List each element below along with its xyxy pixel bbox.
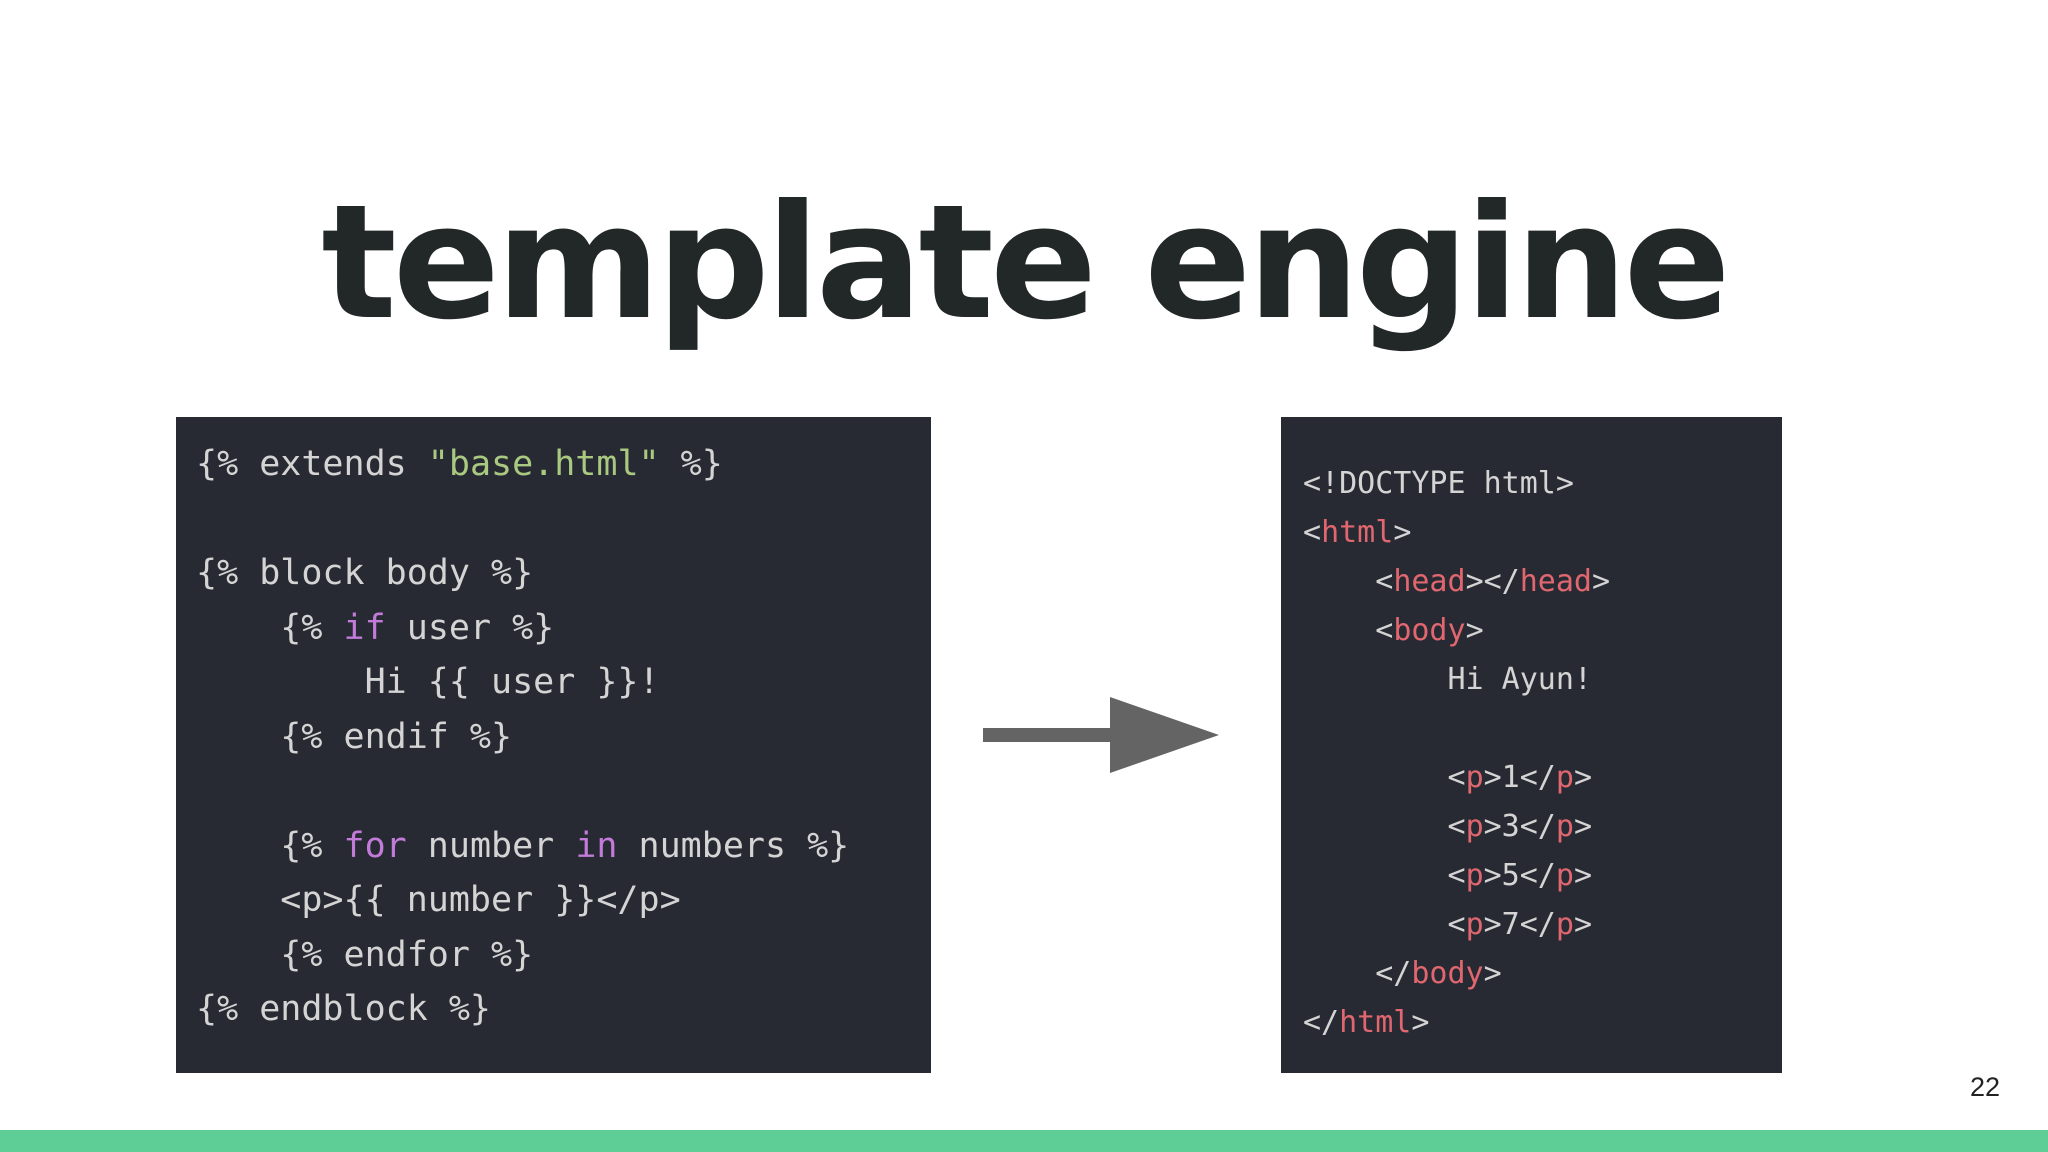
code-line: ​ [196, 492, 931, 547]
code-token-keyword: if [343, 607, 386, 648]
code-token-plain: < [1303, 613, 1394, 648]
template-code-panel: {% extends "base.html" %}​{% block body … [176, 417, 931, 1073]
code-token-plain: > [1573, 858, 1592, 893]
page-number: 22 [1969, 1072, 2000, 1102]
code-token-plain: {% extends [196, 444, 428, 484]
code-line: ​ [1303, 704, 1782, 753]
code-token-tag: p [1465, 907, 1484, 942]
code-token-tag: body [1393, 613, 1466, 648]
code-token-plain: >3</ [1483, 809, 1556, 844]
code-token-tag: p [1555, 809, 1574, 844]
code-token-plain: >5</ [1483, 858, 1556, 893]
code-token-plain: {% block body %} [196, 553, 534, 593]
code-line: <p>7</p> [1303, 900, 1782, 949]
arrow-head [1110, 697, 1219, 773]
code-token-plain: {% endblock %} [196, 989, 492, 1029]
code-token-plain: < [1303, 858, 1466, 893]
code-token-tag: html [1339, 1005, 1412, 1040]
code-token-plain: < [1303, 760, 1466, 795]
code-token-plain: < [1303, 515, 1322, 550]
code-token-tag: p [1555, 858, 1574, 893]
code-token-plain: Hi Ayun! [1303, 662, 1592, 697]
footer-bar [0, 1130, 2048, 1152]
arrow-shaft [983, 728, 1113, 742]
code-line: {% endblock %} [196, 982, 931, 1037]
code-line: {% for number in numbers %} [196, 819, 931, 874]
code-token-plain: > [1573, 809, 1592, 844]
code-line: {% block body %} [196, 546, 931, 601]
code-line: {% endfor %} [196, 928, 931, 983]
code-line: Hi Ayun! [1303, 655, 1782, 704]
code-token-tag: p [1465, 760, 1484, 795]
code-line: <p>5</p> [1303, 851, 1782, 900]
code-token-tag: head [1393, 564, 1466, 599]
code-token-plain: {% [196, 825, 344, 866]
code-line: </body> [1303, 949, 1782, 998]
code-line: <p>{{ number }}</p> [196, 873, 931, 928]
code-token-plain: > [1573, 907, 1592, 942]
code-token-tag: head [1519, 564, 1592, 599]
code-token-plain: > [1411, 1005, 1430, 1040]
code-token-tag: p [1465, 809, 1484, 844]
code-token-tag: p [1465, 858, 1484, 893]
code-token-plain: </ [1303, 956, 1412, 991]
code-line: ​ [196, 764, 931, 819]
code-line: <p>1</p> [1303, 753, 1782, 802]
code-token-plain: <p>{{ number }}</p> [196, 880, 681, 920]
code-token-tag: body [1411, 956, 1484, 991]
code-token-plain: > [1592, 564, 1611, 599]
code-line: {% if user %} [196, 601, 931, 656]
code-token-plain: </ [1303, 1005, 1340, 1040]
code-token-plain: user %} [385, 607, 555, 648]
code-token-plain: {% [196, 607, 344, 648]
code-token-string: "base.html" [427, 444, 660, 484]
code-line: {% endif %} [196, 710, 931, 765]
code-line: <!DOCTYPE html> [1303, 459, 1782, 508]
code-token-plain: > [1465, 613, 1484, 648]
code-token-plain: {% endif %} [196, 716, 513, 757]
code-token-plain: > [1483, 956, 1502, 991]
code-token-plain: >1</ [1483, 760, 1556, 795]
code-token-keyword: for [343, 825, 407, 866]
code-token-plain: < [1303, 907, 1466, 942]
rendered-html-panel: <!DOCTYPE html><html> <head></head> <bod… [1281, 417, 1782, 1073]
code-line: <body> [1303, 606, 1782, 655]
code-token-plain: >7</ [1483, 907, 1556, 942]
code-token-plain: <!DOCTYPE html> [1303, 466, 1574, 501]
code-token-tag: p [1555, 907, 1574, 942]
code-token-plain: number [406, 825, 576, 866]
code-line: <head></head> [1303, 557, 1782, 606]
code-line: {% extends "base.html" %} [196, 437, 931, 492]
code-line: <html> [1303, 508, 1782, 557]
code-token-plain: > [1393, 515, 1412, 550]
code-token-plain: ></ [1465, 564, 1520, 599]
code-line: <p>3</p> [1303, 802, 1782, 851]
code-token-plain: Hi {{ user }}! [196, 662, 660, 702]
slide-title: template engine [321, 171, 1730, 355]
code-token-tag: p [1555, 760, 1574, 795]
code-token-plain: < [1303, 564, 1394, 599]
code-token-keyword: in [575, 825, 618, 866]
right-arrow-icon [983, 697, 1219, 773]
code-token-plain: < [1303, 809, 1466, 844]
code-token-plain: %} [659, 444, 723, 484]
code-token-plain: > [1573, 760, 1592, 795]
code-token-plain: numbers %} [617, 825, 850, 866]
code-token-tag: html [1321, 515, 1394, 550]
code-token-plain: {% endfor %} [196, 934, 534, 975]
code-line: Hi {{ user }}! [196, 655, 931, 710]
code-line: </html> [1303, 998, 1782, 1047]
